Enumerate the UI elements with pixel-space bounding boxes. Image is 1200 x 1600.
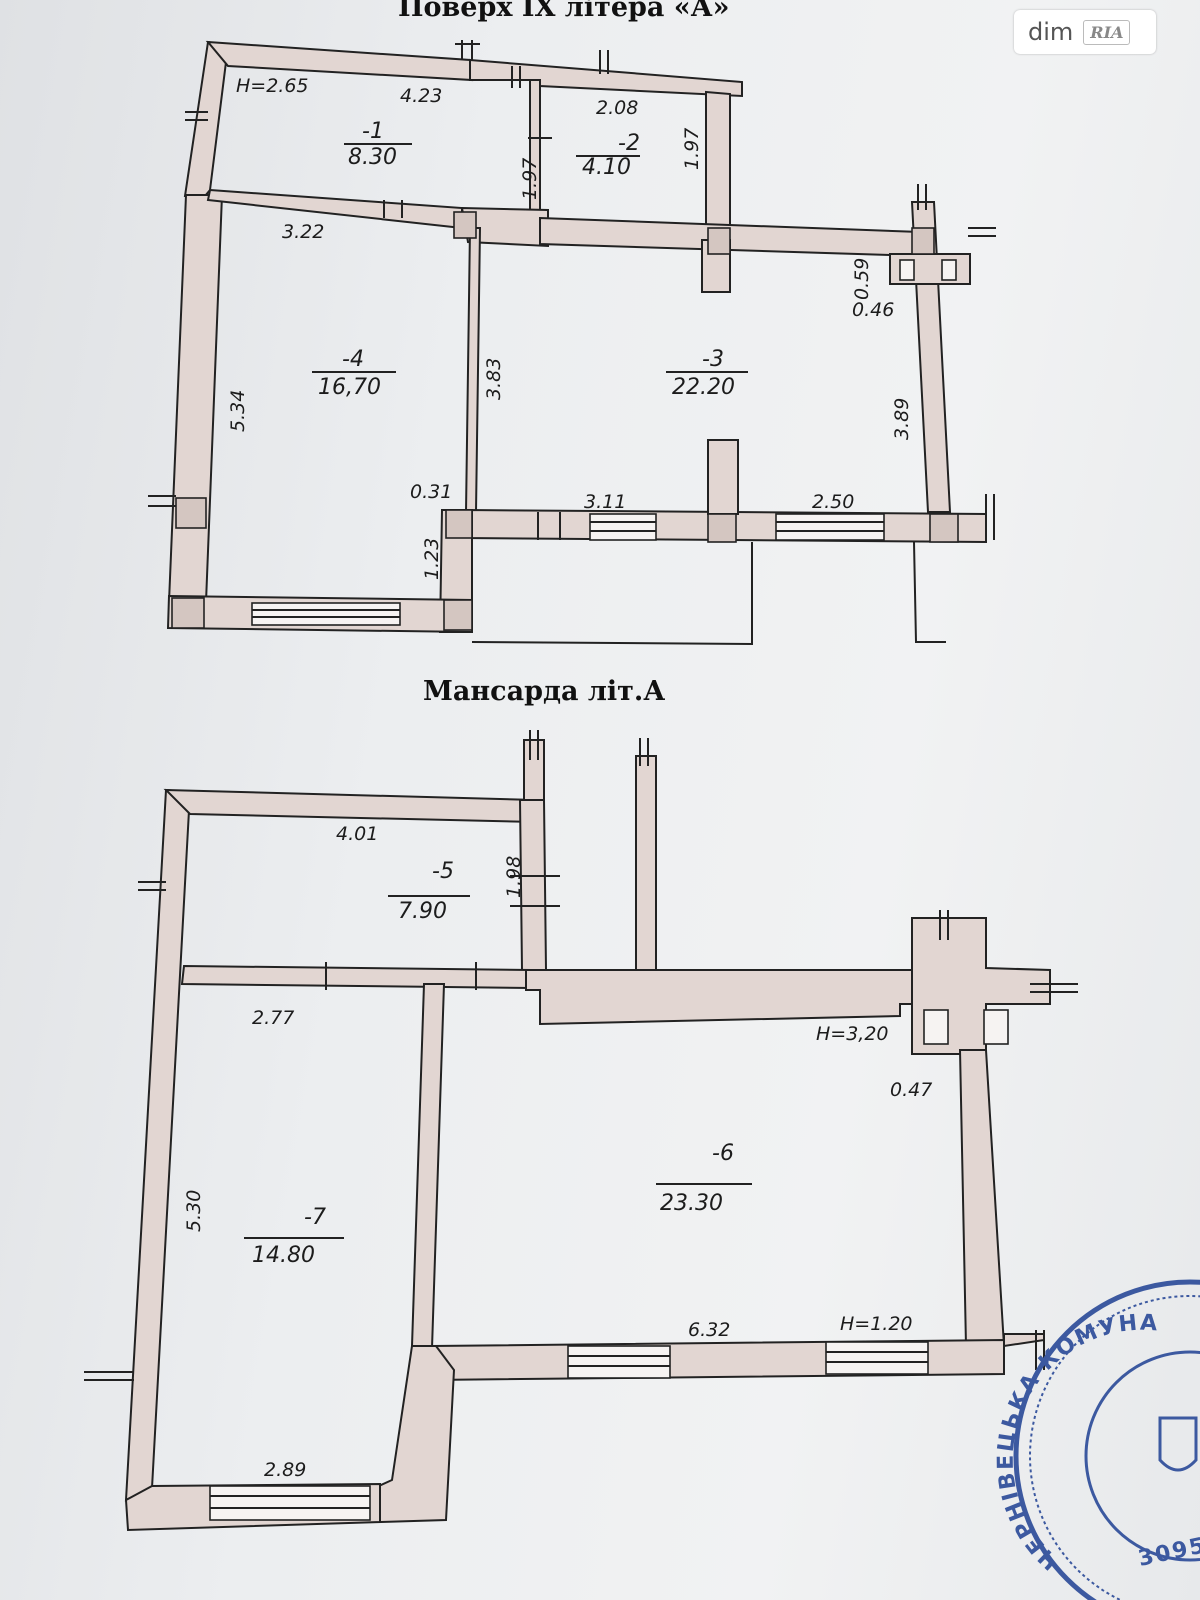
wall	[180, 964, 531, 990]
room-number: -3	[702, 347, 724, 372]
room-area: 23.30	[660, 1191, 723, 1216]
stamp-center-ring	[1084, 1350, 1200, 1562]
room-area: 22.20	[672, 375, 735, 400]
dimension-label: 2.77	[252, 1007, 294, 1029]
room-number: -2	[618, 131, 640, 156]
wall	[705, 90, 731, 232]
wall	[1003, 1333, 1045, 1348]
wall	[368, 1345, 456, 1524]
height-label: H=3,20	[816, 1023, 889, 1045]
vent	[941, 259, 957, 281]
dimension-label: 6.32	[688, 1319, 730, 1341]
wall	[163, 788, 537, 824]
floor-ix-plan	[148, 40, 996, 646]
room-number: -4	[342, 347, 364, 372]
wall	[958, 1049, 1006, 1347]
window	[209, 1485, 371, 1521]
wall	[206, 188, 463, 230]
stamp-number: 3095	[1136, 1533, 1200, 1572]
column	[443, 599, 473, 631]
window	[567, 1345, 671, 1379]
dimension-label: 1.97	[681, 128, 703, 170]
trident-emblem	[1158, 1416, 1198, 1472]
dimension-label: 4.23	[400, 85, 442, 107]
wall	[124, 788, 192, 1502]
vent	[899, 259, 915, 281]
dimension-label: 0.47	[890, 1079, 932, 1101]
room-area: 7.90	[398, 899, 447, 924]
room-area: 16,70	[318, 375, 381, 400]
vent	[923, 1009, 949, 1045]
wall	[464, 227, 482, 513]
dimension-label: 2.89	[264, 1459, 306, 1481]
height-label: H=2.65	[236, 75, 309, 97]
window	[251, 602, 401, 626]
window	[589, 513, 657, 541]
mansard-plan	[84, 730, 1078, 1532]
dimension-label: 2.08	[596, 97, 638, 119]
vent	[983, 1009, 1009, 1045]
stamp-outer-ring	[1013, 1279, 1200, 1600]
column	[707, 227, 731, 255]
dimension-label: 1.98	[503, 856, 525, 898]
balcony-outline	[913, 541, 946, 643]
dim-ria-watermark: dim RIA	[1014, 10, 1156, 54]
dimension-label: 4.01	[336, 823, 378, 845]
watermark-brand: dim	[1028, 18, 1074, 46]
wall	[410, 983, 446, 1350]
column	[171, 597, 205, 629]
dimension-label: 2.50	[812, 491, 854, 513]
column	[707, 513, 737, 543]
room-area: 14.80	[252, 1243, 315, 1268]
dimension-label: 3.83	[483, 358, 505, 400]
room-area: 8.30	[348, 145, 397, 170]
floor-title-mansard: Мансарда літ.А	[423, 676, 666, 707]
wall	[635, 755, 657, 977]
room-number: -7	[304, 1205, 326, 1230]
wall	[523, 739, 545, 801]
dimension-label: 0.59	[851, 258, 873, 300]
window	[825, 1341, 929, 1375]
wall	[167, 194, 224, 603]
dimension-label: 3.11	[584, 491, 626, 513]
dimension-label: 5.34	[227, 390, 249, 432]
wall	[469, 58, 743, 98]
dimension-label: 1.97	[519, 158, 541, 200]
wall	[707, 439, 739, 515]
height-label: H=1.20	[840, 1313, 913, 1335]
room-number: -5	[432, 859, 454, 884]
room-number: -1	[362, 119, 384, 144]
room-number: -6	[712, 1141, 734, 1166]
dimension-label: 0.31	[410, 481, 452, 503]
dimension-label: 1.23	[421, 538, 443, 580]
column	[929, 513, 959, 543]
balcony-outline	[471, 542, 753, 646]
dimension-label: 0.46	[852, 299, 894, 321]
column	[911, 227, 935, 255]
dimension-label: 3.22	[282, 221, 324, 243]
column	[445, 509, 473, 539]
window	[775, 513, 885, 541]
column	[453, 211, 477, 239]
column	[175, 497, 207, 529]
floor-title-ix: Поверх IX літера «А»	[398, 0, 730, 23]
dimension-label: 3.89	[891, 398, 913, 440]
section-marks	[148, 40, 996, 540]
watermark-sub: RIA	[1083, 19, 1131, 45]
room-area: 4.10	[582, 155, 631, 180]
dimension-label: 5.30	[183, 1190, 205, 1232]
section-marks	[84, 730, 1078, 1381]
